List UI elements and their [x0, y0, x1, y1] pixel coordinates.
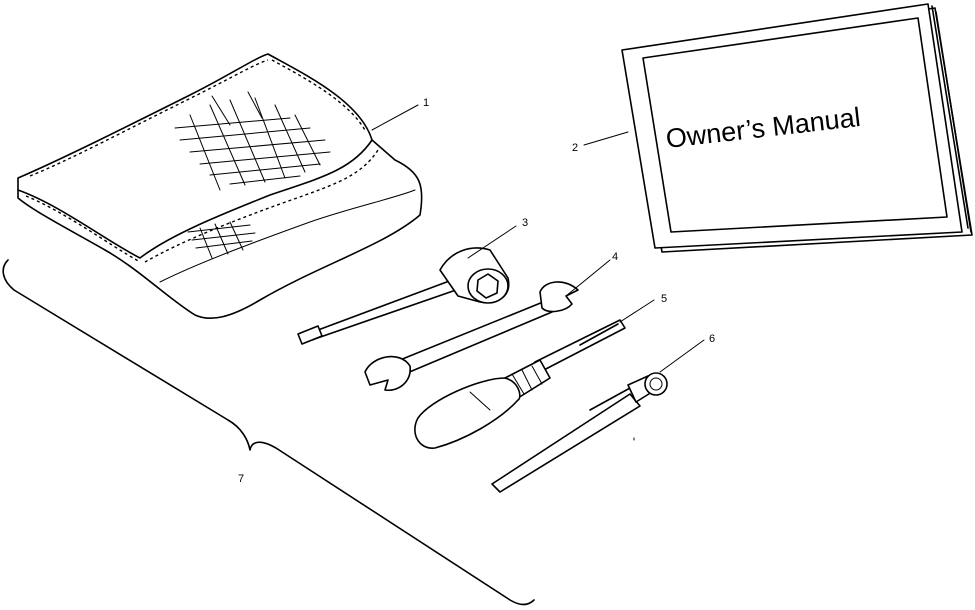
- callout-3: 3: [522, 217, 528, 229]
- callout-7: 7: [238, 473, 244, 485]
- callout-leaders: [371, 104, 705, 373]
- pouch-pattern-upper: [174, 91, 331, 191]
- open-end-wrench: [364, 281, 579, 391]
- tire-gauge: [491, 372, 668, 493]
- spark-plug-wrench: [297, 247, 510, 345]
- callout-1: 1: [423, 97, 429, 109]
- screwdriver: [414, 319, 626, 449]
- callout-4: 4: [612, 251, 618, 263]
- callout-6: 6: [709, 333, 715, 345]
- owners-manual: Owner’s Manual: [621, 3, 973, 253]
- callout-2: 2: [572, 142, 578, 154]
- callout-5: 5: [661, 293, 667, 305]
- kit-brace: [2, 259, 535, 606]
- tool-pouch: [17, 53, 423, 320]
- pouch-pattern-lower: [187, 221, 256, 259]
